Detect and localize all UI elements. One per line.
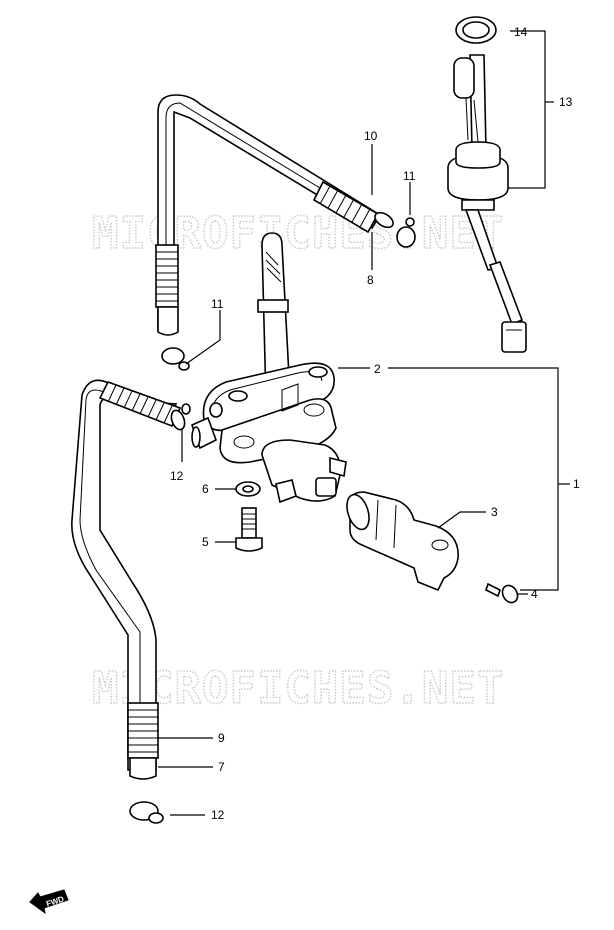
upper-hose-spring-guard-bottom: [155, 244, 179, 308]
screw-5: [235, 507, 263, 552]
o-ring-11-left: [161, 347, 190, 371]
fuel-cock-valve-housing: [261, 439, 347, 504]
screw-4: [485, 582, 519, 604]
callout-6: 6: [202, 482, 209, 496]
fuel-cock-assembly: [191, 232, 347, 504]
callout-3: 3: [491, 505, 498, 519]
callout-9: 9: [218, 731, 225, 745]
callout-2: 2: [374, 362, 381, 376]
callout-11-upper: 11: [403, 169, 416, 183]
fuel-level-sender: [447, 16, 527, 353]
callout-7: 7: [218, 760, 225, 774]
callout-12-lower: 12: [211, 808, 225, 822]
fwd-arrow-badge: FWD: [29, 889, 69, 915]
fuel-cock-outlet-nipple: [191, 402, 223, 450]
leader-lines: [158, 30, 570, 816]
o-ring-12-upper: [170, 403, 191, 431]
lower-fuel-hose: [71, 379, 182, 780]
callout-8: 8: [367, 273, 374, 287]
upper-hose-spring-guard-top: [312, 180, 380, 234]
callout-1: 1: [573, 477, 580, 491]
callout-12-upper: 12: [170, 469, 184, 483]
callout-14: 14: [514, 25, 528, 39]
lower-hose-spring-guard-top: [98, 381, 182, 428]
lower-hose-spring-guard-bottom: [127, 702, 159, 759]
washer-6: [235, 481, 261, 497]
fuel-cock-lever: [346, 491, 459, 592]
watermark-bottom: MICROFICHES.NET: [92, 663, 504, 714]
callout-11-left: 11: [211, 297, 224, 311]
watermark-top: MICROFICHES.NET: [92, 208, 504, 259]
fuel-strainer-pipe: [257, 232, 291, 401]
callout-4: 4: [531, 587, 538, 601]
upper-fuel-hose: [155, 94, 394, 336]
callout-10: 10: [364, 129, 378, 143]
o-ring-12-lower: [129, 801, 164, 824]
o-ring-11-upper: [396, 217, 416, 248]
callout-13: 13: [559, 95, 573, 109]
callout-5: 5: [202, 535, 209, 549]
